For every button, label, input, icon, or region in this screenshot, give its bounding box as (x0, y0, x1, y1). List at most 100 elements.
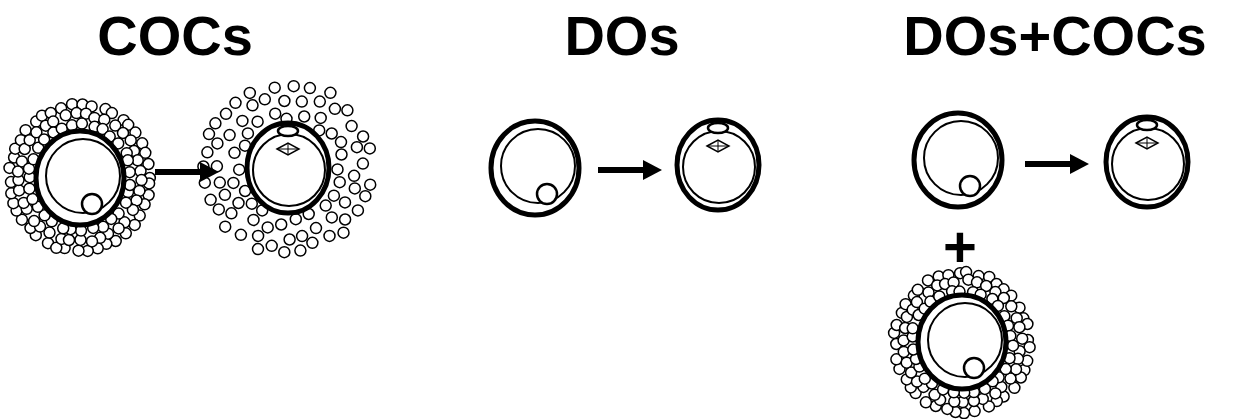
cumulus-cell (204, 129, 215, 140)
mature-oocyte (677, 120, 759, 210)
cumulus-cell (324, 230, 335, 241)
cumulus-cell (320, 200, 331, 211)
cumulus-cell (224, 130, 235, 141)
cumulus-cell (332, 164, 343, 175)
group-heading: DOs+COCs (903, 8, 1206, 64)
cumulus-cell (228, 177, 239, 188)
cumulus-cell (296, 96, 307, 107)
cumulus-cell (219, 189, 230, 200)
cumulus-cell (1014, 322, 1025, 333)
cumulus-cell (351, 142, 362, 153)
cumulus-cell (365, 179, 376, 190)
cumulus-cell (13, 166, 24, 177)
cumulus-cell (270, 108, 281, 119)
group-heading: DOs (564, 8, 679, 64)
cumulus-cell (279, 247, 290, 258)
cumulus-cell (304, 83, 315, 94)
cumulus-cell (235, 229, 246, 240)
cumulus-cell (297, 231, 308, 242)
cumulus-cell (358, 131, 369, 142)
cumulus-cell (912, 284, 923, 295)
cumulus-cell (246, 198, 257, 209)
cumulus-cell (136, 175, 147, 186)
cumulus-cell (314, 96, 325, 107)
cumulus-cell (315, 112, 326, 123)
cumulus-cell (342, 105, 353, 116)
cumulus-cell (329, 103, 340, 114)
cumulus-cell (242, 128, 253, 139)
plus-sign: + (943, 218, 977, 276)
cumulus-cell (266, 240, 277, 251)
cumulus-cell (349, 170, 360, 181)
cumulus-cell (214, 177, 225, 188)
cumulus-cell (233, 198, 244, 209)
maturation-arrow (1025, 154, 1089, 174)
cumulus-cell (326, 128, 337, 139)
cumulus-cell (262, 222, 273, 233)
cumulus-cell (276, 219, 287, 230)
cumulus-cell (226, 208, 237, 219)
cumulus-cell (8, 198, 19, 209)
cumulus-cell (328, 190, 339, 201)
cumulus-cell (252, 116, 263, 127)
cumulus-cell (357, 158, 368, 169)
cumulus-cell (340, 214, 351, 225)
cumulus-cell (334, 177, 345, 188)
mature-oocyte (1106, 117, 1188, 207)
cumulus-cell (247, 100, 258, 111)
cumulus-cells (889, 267, 1036, 419)
cumulus-cell (221, 108, 232, 119)
cumulus-cell (60, 110, 71, 121)
cumulus-cell (340, 197, 351, 208)
immature-oocyte (918, 295, 1006, 389)
cumulus-cell (87, 236, 98, 247)
cumulus-cell (990, 388, 1001, 399)
cumulus-cell (248, 214, 259, 225)
cumulus-cell (24, 183, 35, 194)
maturation-arrow (155, 162, 219, 182)
cumulus-cell (129, 219, 140, 230)
cumulus-cell (325, 87, 336, 98)
cumulus-cell (230, 97, 241, 108)
cumulus-cell (295, 245, 306, 256)
cumulus-cell (76, 118, 87, 129)
cumulus-cell (229, 147, 240, 158)
cumulus-cell (336, 149, 347, 160)
cumulus-cell (113, 223, 124, 234)
cumulus-cell (210, 118, 221, 129)
cumulus-cell (338, 227, 349, 238)
cumulus-cell (269, 82, 280, 93)
cumulus-cell (284, 234, 295, 245)
cumulus-cell (307, 237, 318, 248)
cumulus-cell (311, 223, 322, 234)
cumulus-cell (299, 111, 310, 122)
cumulus-cell (244, 87, 255, 98)
cumulus-cell (64, 235, 75, 246)
cumulus-cell (349, 183, 360, 194)
maturation-arrow (598, 160, 662, 180)
immature-oocyte (36, 131, 124, 225)
cumulus-cell (279, 96, 290, 107)
mature-oocyte (247, 123, 329, 213)
cumulus-cell (346, 121, 357, 132)
cumulus-cell (29, 216, 40, 227)
cumulus-cell (234, 164, 245, 175)
cumulus-cell (326, 212, 337, 223)
cumulus-cell (237, 115, 248, 126)
cumulus-cell (336, 137, 347, 148)
cumulus-cell (253, 244, 264, 255)
cumulus-cell (969, 406, 980, 417)
cumulus-cell (212, 138, 223, 149)
cumulus-cell (290, 214, 301, 225)
group-heading: COCs (97, 8, 253, 64)
immature-oocyte (491, 121, 579, 215)
cumulus-cell (352, 205, 363, 216)
cumulus-cell (14, 185, 25, 196)
cumulus-cell (253, 230, 264, 241)
cumulus-cell (202, 147, 213, 158)
cumulus-cells (4, 99, 155, 257)
cumulus-cell (125, 135, 136, 146)
cumulus-cell (1006, 301, 1017, 312)
cumulus-cell (360, 191, 371, 202)
immature-oocyte (914, 113, 1002, 207)
